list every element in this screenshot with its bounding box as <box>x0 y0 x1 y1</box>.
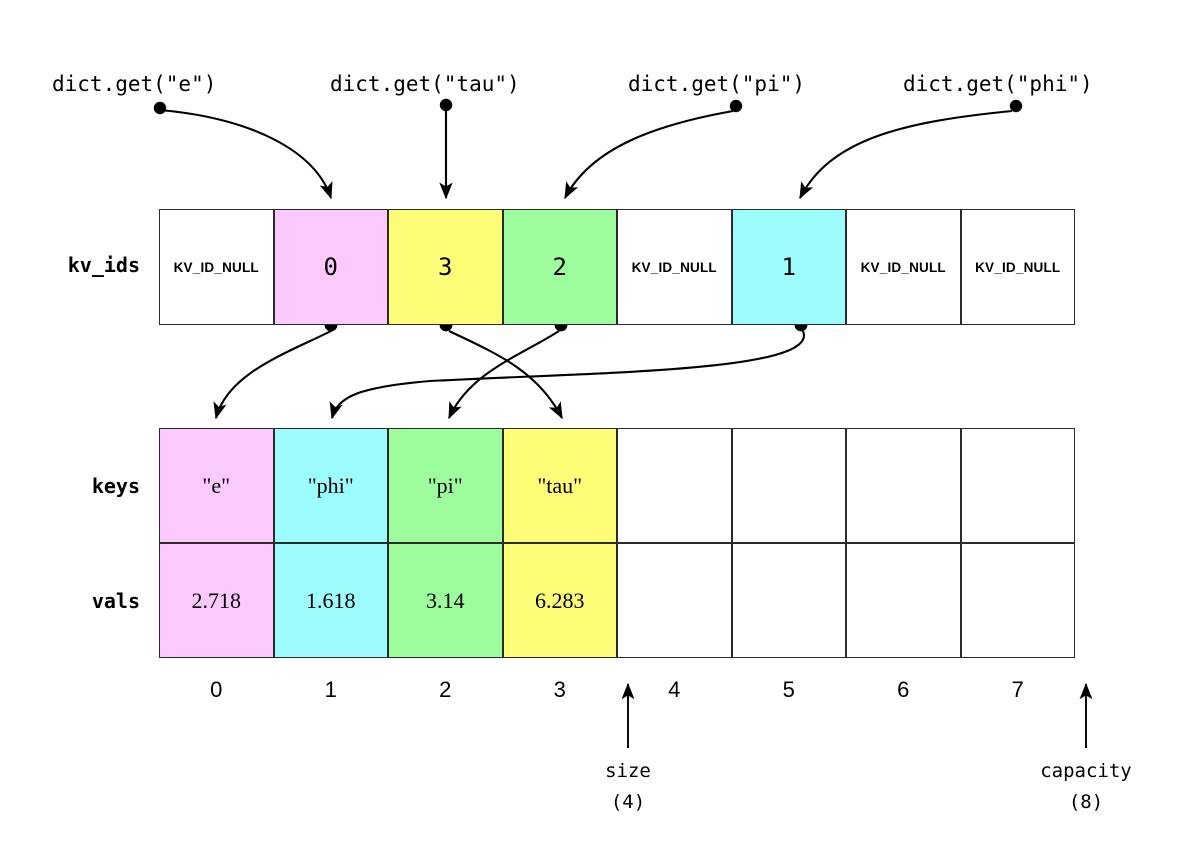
keys-cell-1-text: "phi" <box>307 472 354 498</box>
arrow-kvid1-to-kv0 <box>213 329 334 420</box>
query-dot-phi <box>1009 99 1023 113</box>
query-label-phi: dict.get("phi") <box>903 72 1093 96</box>
size-marker-label: size <box>605 760 651 782</box>
arrow-query-phi-to-slot5 <box>799 109 1013 200</box>
kv-ids-cell-2-text: 3 <box>438 253 453 281</box>
query-dot-pi <box>729 99 743 113</box>
row-label-kv-ids: kv_ids <box>67 253 140 277</box>
kv-ids-cell-1-text: 0 <box>323 253 338 281</box>
query-dot-tau <box>439 98 453 112</box>
kv-ids-cell-4: KV_ID_NULL <box>617 209 732 325</box>
arrow-query-e-to-slot1 <box>159 108 333 200</box>
kv-ids-cell-5: 1 <box>731 209 846 325</box>
keys-cell-5 <box>731 428 846 543</box>
capacity-marker-label: capacity <box>1040 760 1132 782</box>
arrow-kvid5-to-kv1 <box>329 330 805 420</box>
kv-ids-cell-0: KV_ID_NULL <box>159 209 274 325</box>
index-label-6: 6 <box>897 677 910 702</box>
vals-cell-3: 6.283 <box>502 543 617 658</box>
vals-cell-0-text: 2.718 <box>191 587 242 613</box>
arrow-query-pi-to-slot3 <box>564 109 734 200</box>
keys-cell-0-text: "e" <box>202 472 231 498</box>
kv-ids-cell-3-text: 2 <box>552 253 567 281</box>
vals-cell-5 <box>731 543 846 658</box>
keys-cell-0: "e" <box>159 428 274 543</box>
kv-ids-cell-1: 0 <box>273 209 388 325</box>
kv-ids-cell-3: 2 <box>502 209 617 325</box>
query-label-pi: dict.get("pi") <box>628 72 806 96</box>
kv-ids-cell-0-text: KV_ID_NULL <box>173 259 259 275</box>
kv-ids-cell-4-text: KV_ID_NULL <box>631 259 717 275</box>
index-label-5: 5 <box>782 677 795 702</box>
vals-cell-6 <box>846 543 961 658</box>
keys-cell-3-text: "tau" <box>537 472 583 498</box>
vals-cell-2: 3.14 <box>388 543 503 658</box>
keys-cell-3: "tau" <box>502 428 617 543</box>
index-label-3: 3 <box>553 677 566 702</box>
query-dot-e <box>153 101 167 115</box>
kv-ids-cell-2: 3 <box>388 209 503 325</box>
row-label-vals: vals <box>91 589 140 613</box>
row-label-keys: keys <box>91 474 140 498</box>
index-label-4: 4 <box>668 677 681 702</box>
kv-ids-cell-6-text: KV_ID_NULL <box>860 259 946 275</box>
vals-cell-3-text: 6.283 <box>535 587 585 613</box>
keys-cell-7 <box>960 428 1075 543</box>
vals-cell-4 <box>617 543 732 658</box>
keys-cell-2: "pi" <box>388 428 503 543</box>
vals-cell-1: 1.618 <box>273 543 388 658</box>
kv-ids-cell-5-text: 1 <box>781 253 796 281</box>
query-label-e: dict.get("e") <box>52 72 217 96</box>
capacity-marker-value: (8) <box>1068 791 1104 813</box>
arrow-kvid3-to-kv2 <box>448 330 560 420</box>
index-label-7: 7 <box>1011 677 1024 702</box>
index-label-0: 0 <box>210 677 223 702</box>
index-label-2: 2 <box>439 677 452 702</box>
vals-cell-7 <box>960 543 1075 658</box>
index-label-1: 1 <box>324 677 337 702</box>
kv-ids-cell-7-text: KV_ID_NULL <box>975 259 1061 275</box>
vals-cell-0: 2.718 <box>159 543 274 658</box>
size-marker-value: (4) <box>610 791 646 813</box>
kv-ids-cell-6: KV_ID_NULL <box>846 209 961 325</box>
keys-cell-4 <box>617 428 732 543</box>
keys-cell-2-text: "pi" <box>427 472 463 498</box>
arrow-kvid2-to-kv3 <box>448 330 563 420</box>
query-origin-dots <box>153 98 1023 115</box>
vals-cell-1-text: 1.618 <box>306 587 356 613</box>
query-label-tau: dict.get("tau") <box>330 72 520 96</box>
keys-cell-1: "phi" <box>273 428 388 543</box>
keys-cell-6 <box>846 428 961 543</box>
vals-cell-2-text: 3.14 <box>426 587 465 613</box>
kv-ids-cell-7: KV_ID_NULL <box>960 209 1075 325</box>
